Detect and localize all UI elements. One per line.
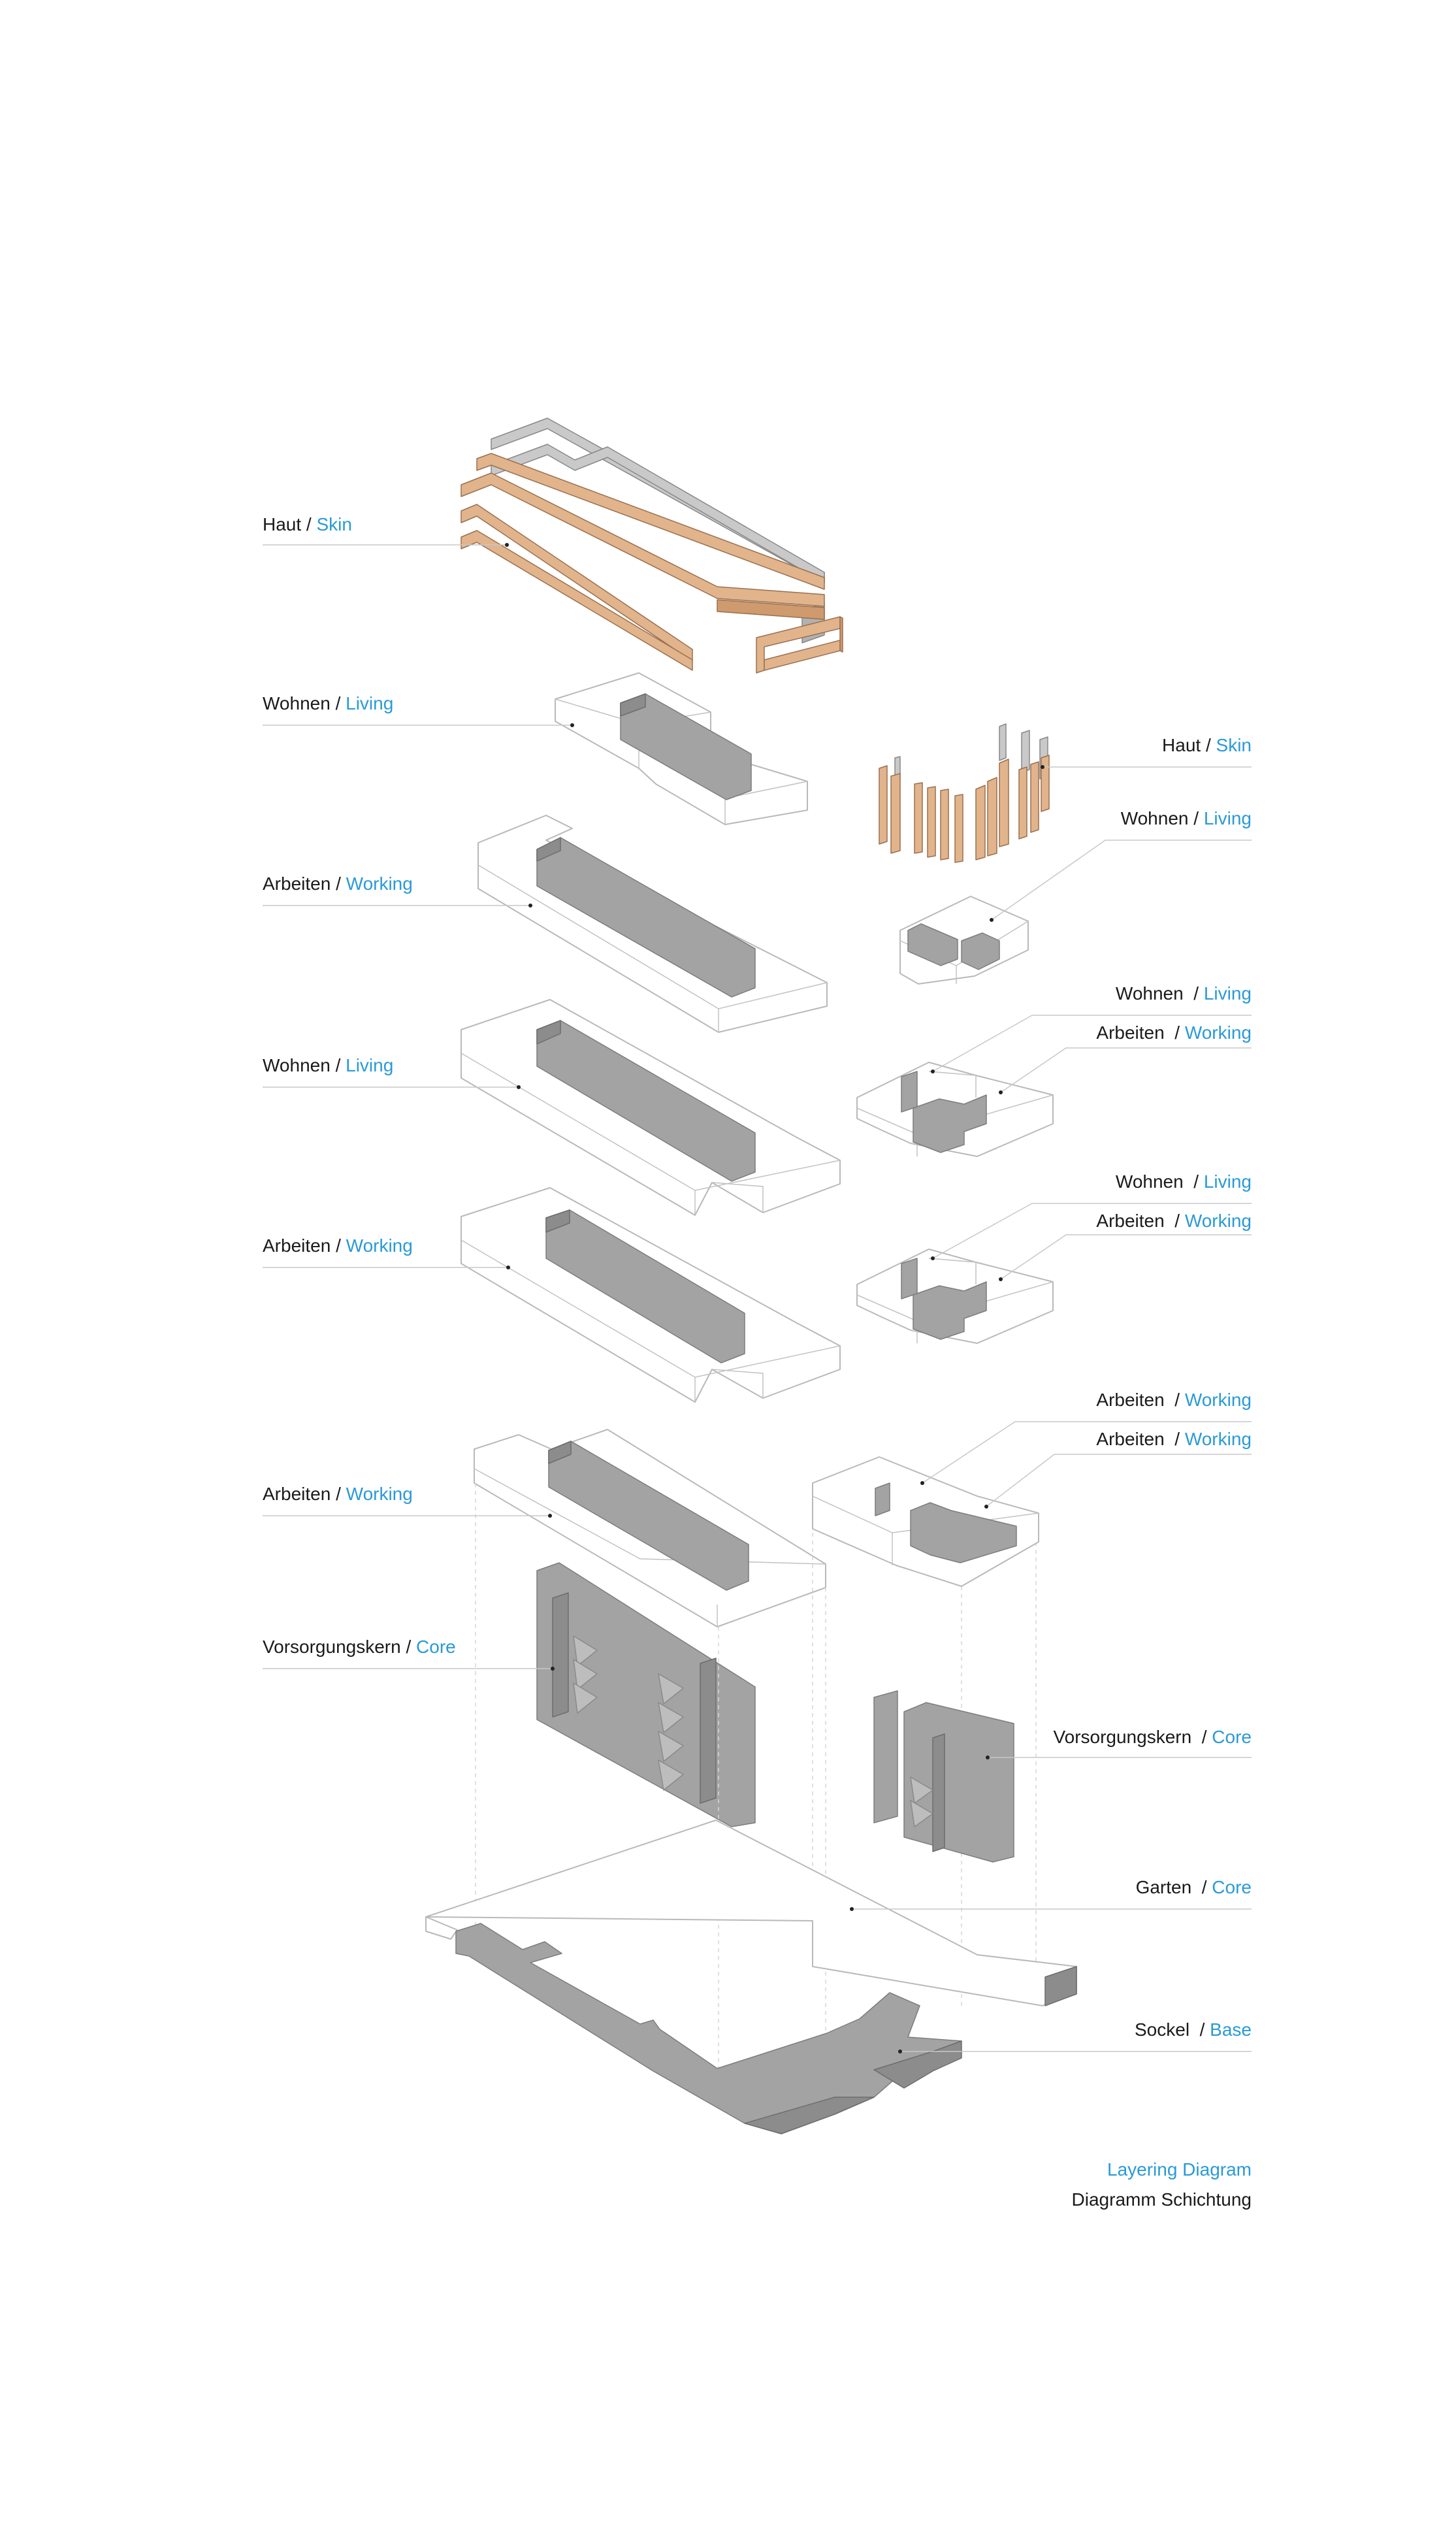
skin-frame-left: [461, 417, 843, 674]
core-left: [536, 1562, 756, 1827]
caption-german: Diagramm Schichtung: [1072, 2189, 1252, 2210]
working-volume-1: [477, 815, 828, 1033]
label-working-r3: Arbeiten / Working: [1096, 1390, 1252, 1410]
label-living-2: Wohnen / Living: [263, 1055, 393, 1075]
label-working-2: Arbeiten / Working: [263, 1235, 413, 1256]
label-core-left: Vorsorgungskern / Core: [263, 1637, 456, 1657]
label-working-r1: Arbeiten / Working: [1096, 1022, 1252, 1043]
working-volume-r4: [812, 1456, 1039, 1587]
label-living-1: Wohnen / Living: [263, 693, 393, 713]
label-skin-right: Haut / Skin: [1162, 735, 1252, 755]
living-volume-r1: [899, 896, 1029, 985]
caption-english: Layering Diagram: [1107, 2159, 1252, 2180]
living-volume-2: [461, 999, 841, 1216]
living-working-volume-r2: [856, 1062, 1054, 1157]
label-core-right: Vorsorgungskern / Core: [1053, 1727, 1252, 1747]
working-volume-3: [474, 1429, 826, 1627]
label-living-r3: Wohnen / Living: [1116, 1171, 1252, 1192]
skin-fins-right: [879, 723, 1050, 863]
label-working-1: Arbeiten / Working: [263, 874, 413, 894]
label-working-3: Arbeiten / Working: [263, 1484, 413, 1504]
label-skin-left: Haut / Skin: [263, 514, 352, 534]
label-living-r1: Wohnen / Living: [1121, 808, 1252, 828]
leaders: [263, 543, 1252, 2053]
label-working-r2: Arbeiten / Working: [1096, 1211, 1252, 1231]
label-base: Sockel / Base: [1135, 2019, 1252, 2040]
label-garden: Garten / Core: [1136, 1877, 1252, 1897]
working-volume-2: [461, 1187, 841, 1403]
base-garden: [425, 1820, 1077, 2134]
living-working-volume-r3: [856, 1249, 1054, 1344]
label-living-r2: Wohnen / Living: [1116, 983, 1252, 1004]
label-working-r4: Arbeiten / Working: [1096, 1429, 1252, 1449]
living-volume-1: [555, 672, 808, 825]
core-right: [873, 1690, 1014, 1863]
